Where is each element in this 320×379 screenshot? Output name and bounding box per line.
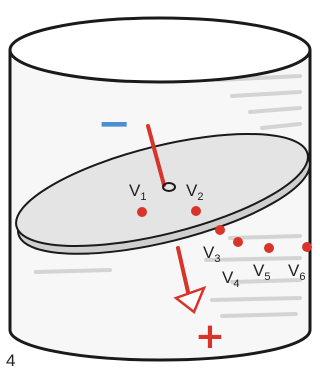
pierce-ring — [162, 182, 176, 192]
point-v1 — [137, 207, 147, 217]
point-v3 — [215, 225, 225, 235]
field-arrow-upper — [146, 124, 166, 187]
background-text-lines — [34, 58, 302, 318]
label-v5: V5 — [253, 261, 270, 283]
point-v5 — [264, 243, 274, 253]
field-arrow-lower — [176, 246, 190, 294]
label-v6: V6 — [288, 261, 305, 283]
label-v3: V3 — [203, 243, 220, 265]
point-labels: V1 V2 V3 V4 V5 V6 — [129, 181, 305, 290]
minus-sign: − — [97, 101, 131, 147]
point-v2 — [191, 206, 201, 216]
arrow-head — [173, 285, 207, 314]
plus-sign: + — [195, 316, 225, 357]
potential-points — [137, 206, 312, 253]
label-v1: V1 — [129, 181, 146, 203]
cylinder-top — [8, 16, 312, 84]
label-v2: V2 — [186, 181, 203, 203]
tilted-disk — [15, 132, 311, 255]
point-v4 — [233, 237, 243, 247]
figure-number: 4 — [6, 351, 15, 370]
label-v4: V4 — [222, 268, 239, 290]
point-v6 — [302, 242, 312, 252]
